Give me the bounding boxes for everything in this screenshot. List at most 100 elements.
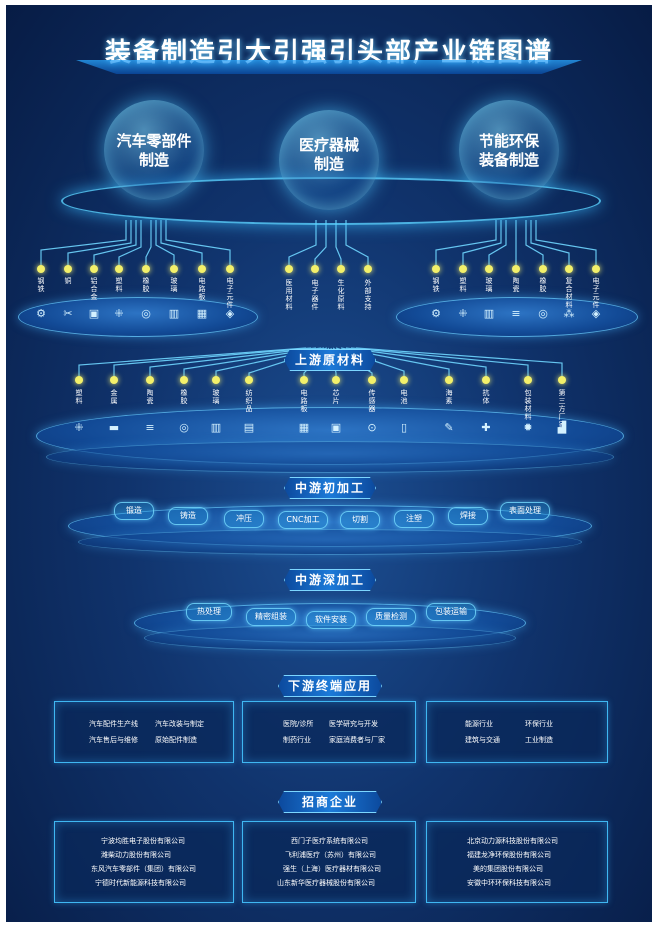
- process-pill: 精密组装: [246, 608, 296, 626]
- company-name: 宁波均胜电子股份有限公司: [101, 837, 185, 845]
- downstream-item: 能源行业: [465, 720, 493, 728]
- grid-icon: ⁜: [458, 307, 468, 320]
- center-material-label: 外部支持: [364, 279, 372, 311]
- upstream-dot: [75, 376, 83, 384]
- wrench-icon: ⚙: [36, 307, 46, 320]
- upstream-platform-base: [46, 441, 614, 473]
- downstream-panel-eco: 能源行业 环保行业 建筑与交通 工业制造: [426, 701, 608, 763]
- material-dot: [37, 265, 45, 273]
- component-icon: ◈: [591, 307, 601, 320]
- midstream-initial-banner: 中游初加工: [284, 477, 376, 499]
- upstream-item-label: 芯片: [332, 389, 340, 405]
- upstream-item-label: 纺织品: [245, 389, 253, 413]
- downstream-panel-auto: 汽车配件生产线 汽车改装与制定 汽车售后与维修 原始配件制造: [54, 701, 234, 763]
- investment-panel-eco: 北京动力源科技股份有限公司 福建龙净环保股份有限公司 美的集团股份有限公司 安徽…: [426, 821, 608, 903]
- upstream-item-label: 陶瓷: [146, 389, 154, 405]
- center-material-label: 医用材料: [285, 279, 293, 311]
- material-dot: [170, 265, 178, 273]
- material-dot: [226, 265, 234, 273]
- downstream-item: 医学研究与开发: [329, 720, 378, 728]
- material-dot: [285, 265, 293, 273]
- process-pill: 质量检测: [366, 608, 416, 626]
- material-dot: [198, 265, 206, 273]
- left-material-label: 塑料: [115, 277, 123, 293]
- sector-bubble-auto: [104, 100, 204, 200]
- downstream-item: 建筑与交通: [465, 736, 500, 744]
- left-material-label: 玻璃: [170, 277, 178, 293]
- settings-icon: ✹: [523, 421, 533, 434]
- sector-eco-label: 节能环保装备制造: [478, 132, 539, 169]
- left-material-label: 铝合金: [90, 277, 98, 301]
- grid-icon: ⁂: [563, 307, 575, 320]
- glass-icon: ▥: [210, 421, 222, 434]
- company-name: 飞利浦医疗（苏州）有限公司: [285, 851, 376, 859]
- left-material-label: 铜: [64, 277, 72, 285]
- upstream-item-label: 包装材料: [524, 389, 532, 421]
- process-pill: 表面处理: [500, 502, 550, 520]
- upstream-dot: [180, 376, 188, 384]
- sector-bubble-medical: [279, 110, 379, 210]
- investment-panel-medical: 西门子医疗系统有限公司 飞利浦医疗（苏州）有限公司 强生（上海）医疗器材有限公司…: [242, 821, 416, 903]
- process-pill: 热处理: [186, 603, 232, 621]
- process-pill: 焊接: [448, 507, 488, 525]
- upstream-dot: [482, 376, 490, 384]
- downstream-item: 环保行业: [525, 720, 553, 728]
- material-dot: [512, 265, 520, 273]
- process-pill: 切割: [340, 511, 380, 529]
- upstream-item-label: 玻璃: [212, 389, 220, 405]
- downstream-item: 制药行业: [283, 736, 311, 744]
- factory-icon: ▟: [557, 421, 567, 434]
- upstream-dot: [400, 376, 408, 384]
- upstream-item-label: 金属: [110, 389, 118, 405]
- upstream-item-label: 电路板: [300, 389, 308, 413]
- downstream-item: 汽车改装与制定: [155, 720, 204, 728]
- right-material-label: 复合材料: [565, 277, 573, 309]
- company-name: 西门子医疗系统有限公司: [291, 837, 368, 845]
- downstream-item: 汽车配件生产线: [89, 720, 138, 728]
- downstream-panel-medical: 医院/诊所 医学研究与开发 制药行业 家庭消费者与厂家: [242, 701, 416, 763]
- upstream-dot: [245, 376, 253, 384]
- downstream-banner: 下游终端应用: [278, 675, 382, 697]
- chip-icon: ▣: [330, 421, 342, 434]
- upstream-dot: [524, 376, 532, 384]
- company-name: 强生（上海）医疗器材有限公司: [283, 865, 381, 873]
- process-pill: 软件安装: [306, 611, 356, 629]
- title-underline: [76, 60, 582, 74]
- upstream-dot: [558, 376, 566, 384]
- material-dot: [64, 265, 72, 273]
- sensor-icon: ⊙: [367, 421, 377, 434]
- material-dot: [565, 265, 573, 273]
- center-material-label: 生化原料: [337, 279, 345, 311]
- bar-icon: ▬: [108, 421, 120, 434]
- material-dot: [142, 265, 150, 273]
- spool-icon: ▤: [243, 421, 255, 434]
- midstream-deep-platform-base: [144, 625, 516, 651]
- material-dot: [311, 265, 319, 273]
- right-material-label: 钢铁: [432, 277, 440, 293]
- material-dot: [90, 265, 98, 273]
- process-pill: 注塑: [394, 510, 434, 528]
- left-material-label: 橡胶: [142, 277, 150, 293]
- company-name: 美的集团股份有限公司: [473, 865, 543, 873]
- right-material-label: 电子元件: [592, 277, 600, 309]
- material-dot: [459, 265, 467, 273]
- process-pill: CNC加工: [278, 511, 328, 529]
- upstream-dot: [445, 376, 453, 384]
- company-name: 山东新华医疗器械股份有限公司: [277, 879, 375, 887]
- material-dot: [539, 265, 547, 273]
- right-material-platform: [396, 297, 638, 337]
- downstream-item: 原始配件制造: [155, 736, 197, 744]
- process-pill: 冲压: [224, 510, 264, 528]
- right-material-label: 陶瓷: [512, 277, 520, 293]
- board-icon: ▦: [196, 307, 208, 320]
- upstream-dot: [110, 376, 118, 384]
- investment-panel-auto: 宁波均胜电子股份有限公司 潍柴动力股份有限公司 东风汽车零部件（集团）有限公司 …: [54, 821, 234, 903]
- downstream-item: 工业制造: [525, 736, 553, 744]
- material-dot: [432, 265, 440, 273]
- left-material-label: 电子元件: [226, 277, 234, 309]
- glass-icon: ▥: [483, 307, 495, 320]
- upstream-item-label: 海素: [445, 389, 453, 405]
- material-dot: [115, 265, 123, 273]
- center-material-label: 电子器件: [311, 279, 319, 311]
- upstream-item-label: 橡胶: [180, 389, 188, 405]
